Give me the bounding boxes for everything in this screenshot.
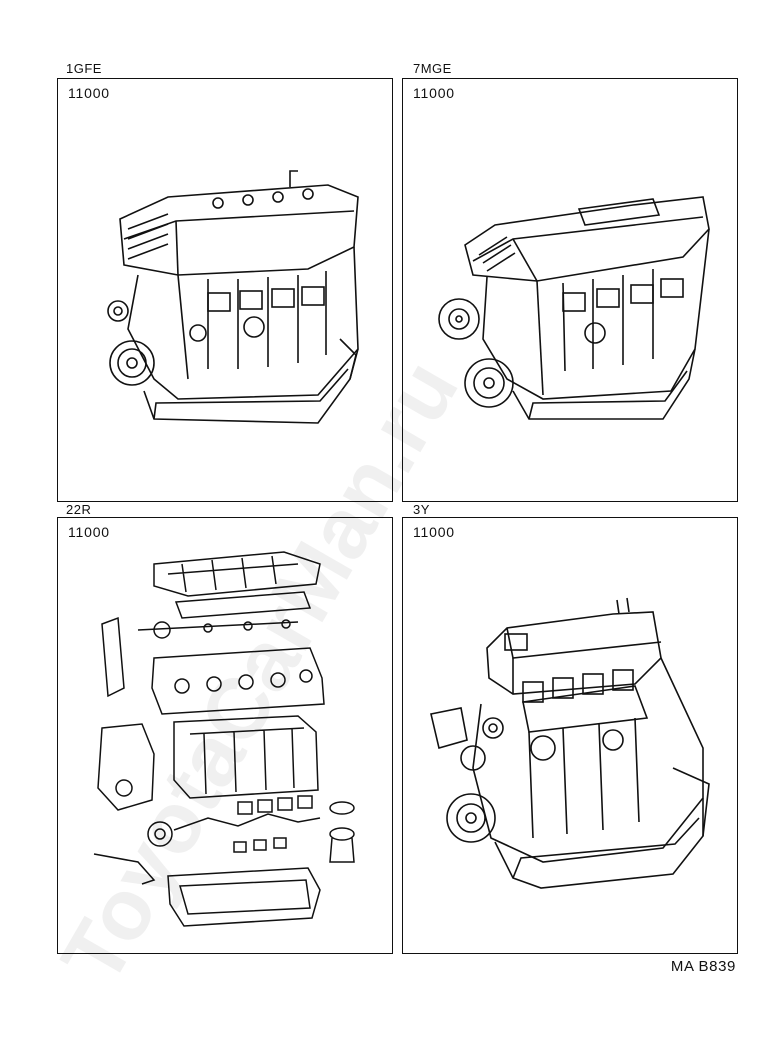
panel-7mge[interactable]: 11000	[402, 78, 738, 502]
panel-3y[interactable]: 11000	[402, 517, 738, 954]
engine-3y-illustration	[430, 597, 710, 889]
part-number: 11000	[68, 85, 110, 101]
engine-22r-exploded-illustration	[93, 551, 355, 927]
diagram-code: MA B839	[670, 958, 736, 975]
engine-label-3y: 3Y	[413, 502, 430, 517]
engine-1gfe-illustration	[107, 170, 359, 424]
engine-7mge-illustration	[438, 196, 710, 420]
engine-label-1gfe: 1GFE	[66, 61, 102, 76]
part-number: 11000	[413, 85, 455, 101]
engine-label-7mge: 7MGE	[413, 61, 452, 76]
part-number: 11000	[413, 524, 455, 540]
panel-22r[interactable]: 11000	[57, 517, 393, 954]
part-number: 11000	[68, 524, 110, 540]
engine-label-22r: 22R	[66, 502, 92, 517]
panel-1gfe[interactable]: 11000	[57, 78, 393, 502]
